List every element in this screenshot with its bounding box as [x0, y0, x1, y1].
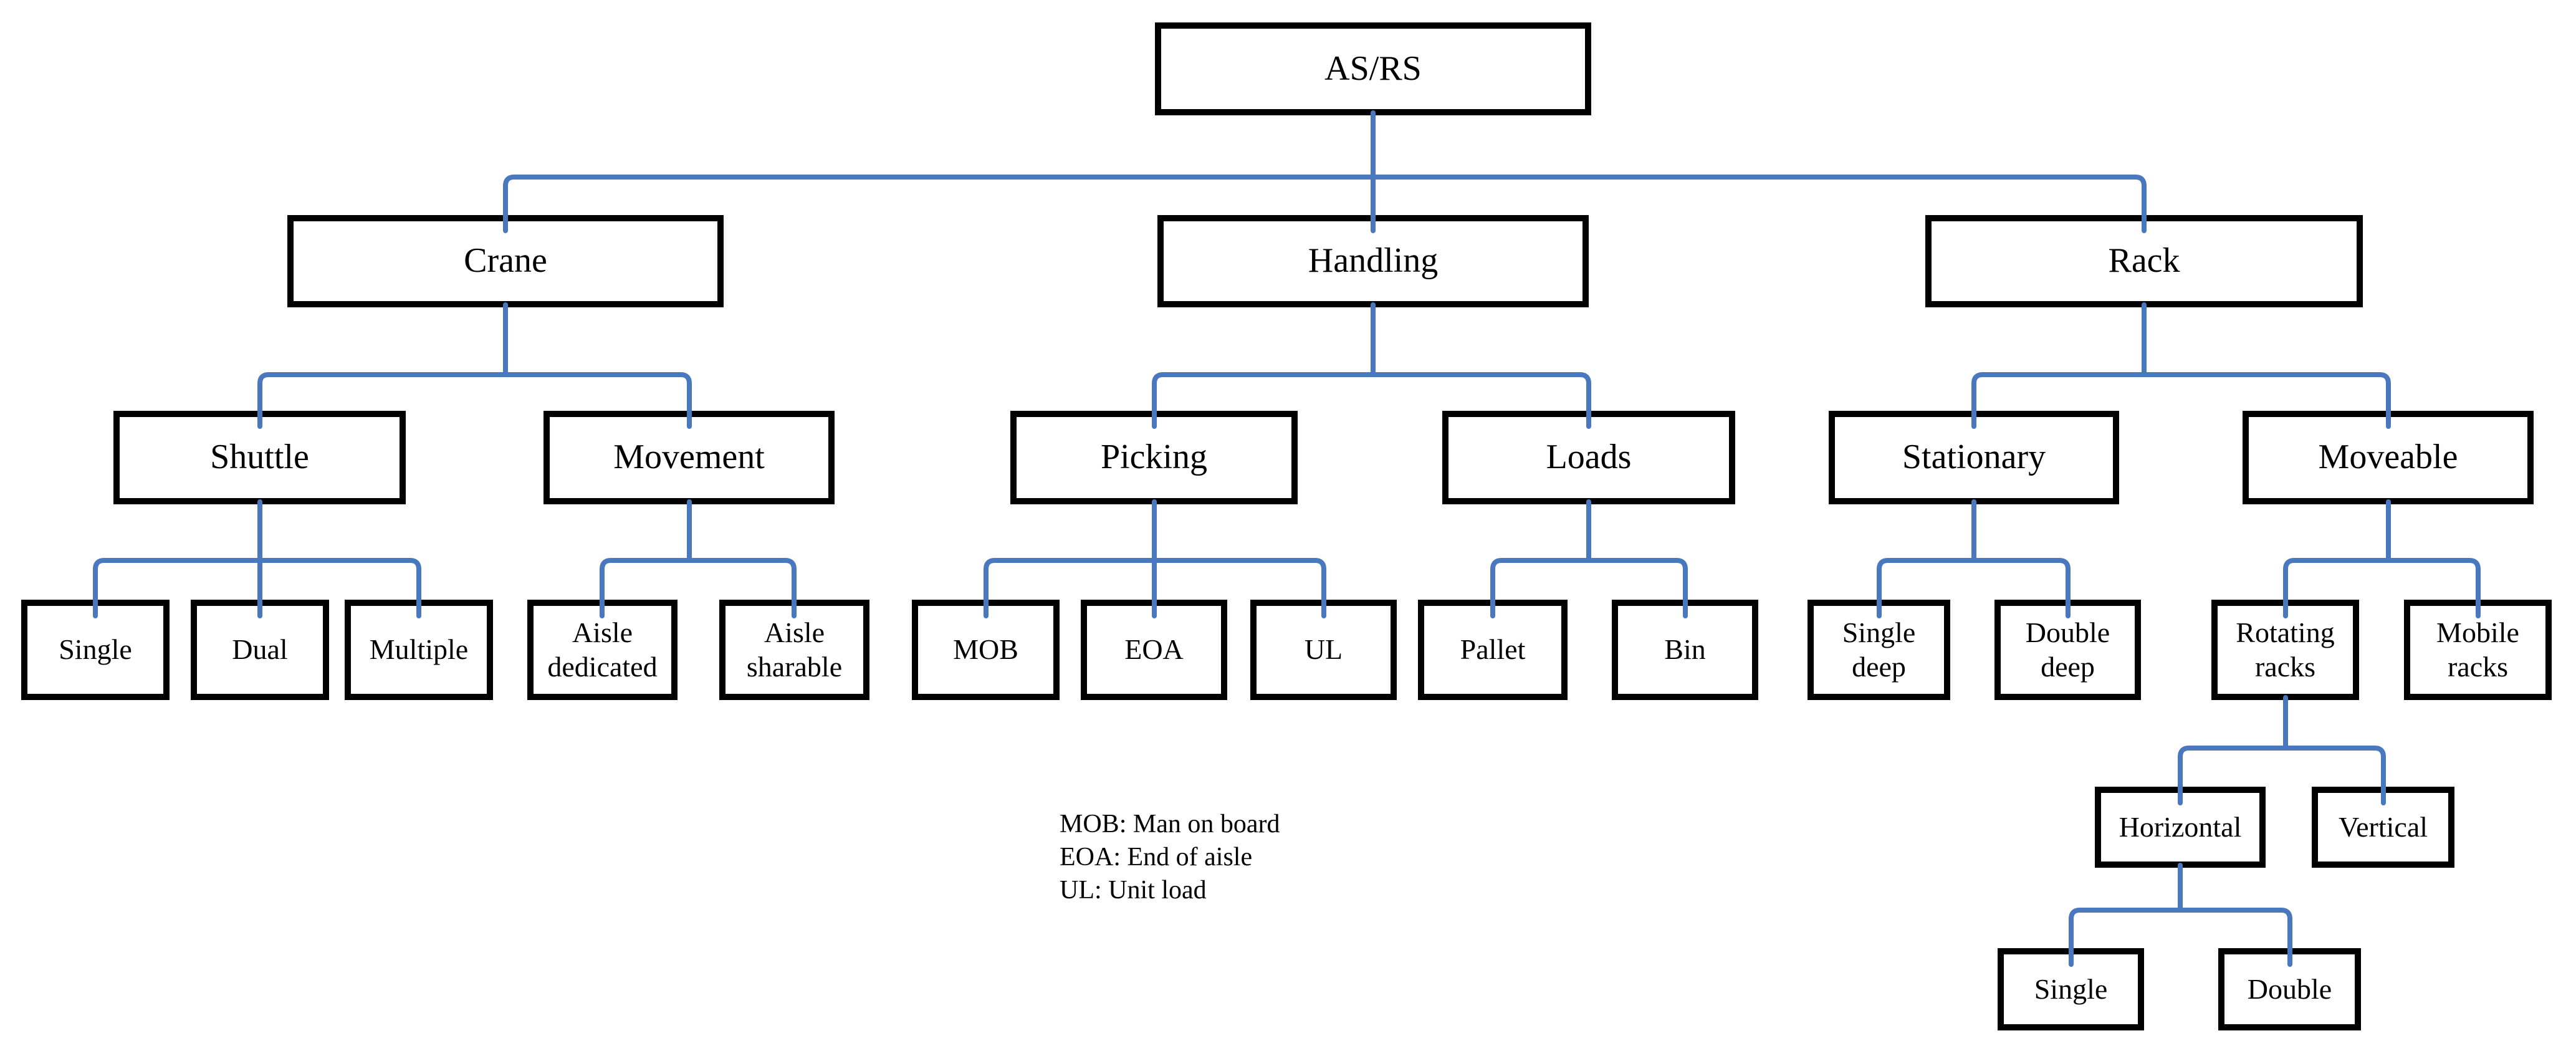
node-rack: Rack — [1925, 215, 2363, 307]
node-stationary: Stationary — [1829, 411, 2119, 504]
connector-picking-children — [984, 499, 1326, 618]
node-shuttle-single: Single — [21, 600, 170, 700]
node-horizontal-single: Single — [1998, 948, 2144, 1030]
node-loads: Loads — [1442, 411, 1735, 504]
node-stationary-double-deep: Double deep — [1994, 600, 2141, 700]
node-picking-ul: UL — [1250, 600, 1397, 700]
connector-rack-children — [1971, 302, 2391, 429]
node-asrs: AS/RS — [1155, 22, 1591, 115]
node-stationary-single-deep: Single deep — [1808, 600, 1950, 700]
node-crane: Crane — [287, 215, 724, 307]
node-loads-pallet: Pallet — [1418, 600, 1568, 700]
node-moveable-mobile-racks: Mobile racks — [2404, 600, 2552, 700]
legend-line-eoa: EOA: End of aisle — [1060, 842, 1253, 871]
connector-handling-children — [1152, 302, 1591, 429]
node-movement-aisle-sharable: Aisle sharable — [719, 600, 869, 700]
node-picking: Picking — [1010, 411, 1298, 504]
legend-line-mob: MOB: Man on board — [1060, 810, 1280, 838]
node-rotating-vertical: Vertical — [2312, 787, 2454, 868]
node-horizontal-double: Double — [2218, 948, 2361, 1030]
node-picking-eoa: EOA — [1081, 600, 1227, 700]
legend-line-ul: UL: Unit load — [1060, 875, 1207, 905]
node-rotating-horizontal: Horizontal — [2095, 787, 2266, 868]
node-shuttle: Shuttle — [113, 411, 406, 504]
connector-moveable-children — [2283, 499, 2481, 618]
node-moveable-rotating-racks: Rotating racks — [2211, 600, 2359, 700]
node-loads-bin: Bin — [1612, 600, 1758, 700]
node-handling: Handling — [1157, 215, 1589, 307]
node-shuttle-dual: Dual — [191, 600, 329, 700]
node-movement: Movement — [543, 411, 835, 504]
connector-loads-children — [1490, 499, 1688, 618]
node-moveable: Moveable — [2243, 411, 2534, 504]
legend: MOB: Man on board EOA: End of aisle UL: … — [1060, 808, 1280, 907]
node-movement-aisle-dedicated: Aisle dedicated — [527, 600, 678, 700]
node-picking-mob: MOB — [912, 600, 1060, 700]
node-shuttle-multiple: Multiple — [345, 600, 493, 700]
connector-shuttle-children — [93, 499, 421, 618]
connector-asrs-children — [503, 110, 2147, 233]
connector-movement-children — [600, 499, 797, 618]
connector-stationary-children — [1877, 499, 2071, 618]
connector-crane-children — [257, 302, 692, 429]
